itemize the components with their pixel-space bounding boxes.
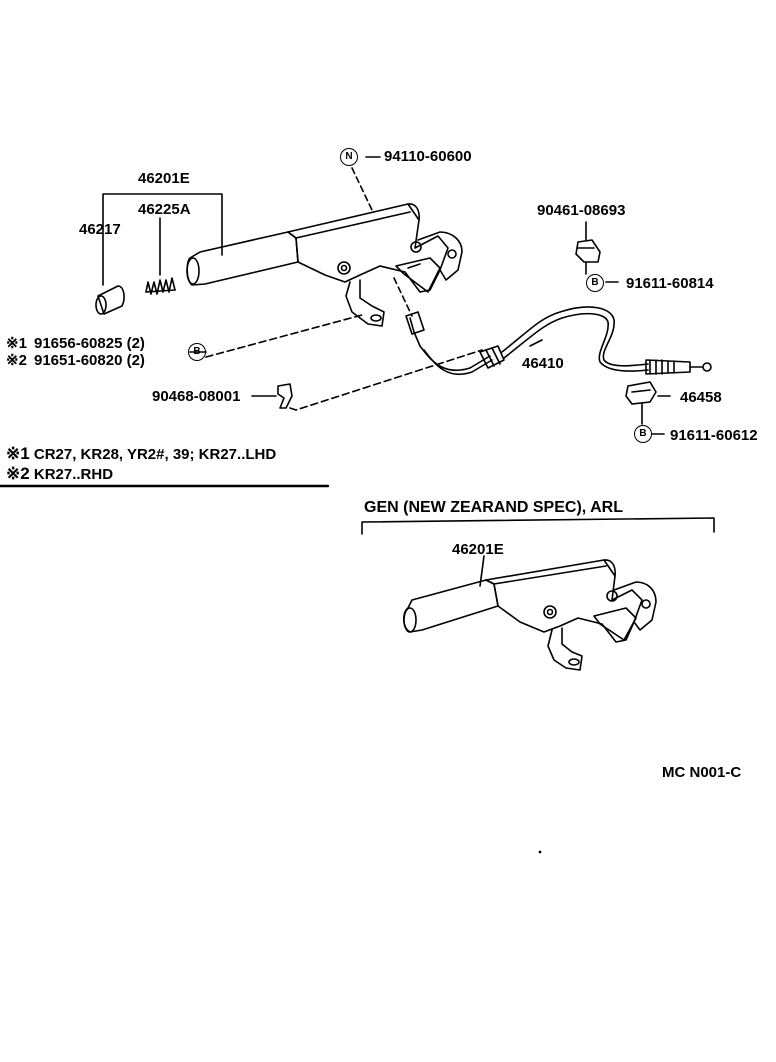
callout-46225a: 46225A	[138, 201, 191, 218]
note-1: ※1 CR27, KR28, YR2#, 39; KR27..LHD	[6, 445, 276, 462]
callout-91651-60820: 91651-60820 (2)	[34, 352, 145, 369]
leader-lever-cable	[393, 277, 413, 317]
note-2-text: KR27..RHD	[33, 466, 114, 483]
leader-46201e-gen	[479, 555, 485, 587]
callout-46458: 46458	[680, 389, 722, 406]
note-2-mark: ※2	[6, 464, 30, 483]
leader-94110	[351, 167, 373, 211]
clamp-90461	[575, 239, 601, 263]
leader-clip-dashed	[289, 349, 483, 411]
gen-section-bracket	[361, 517, 715, 535]
clamp-46458	[625, 381, 657, 405]
speck-mark	[538, 850, 542, 854]
callout-46410: 46410	[522, 355, 564, 372]
bracket-46201e	[102, 193, 223, 286]
callout-91611-60814: 91611-60814	[626, 275, 714, 292]
symbol-b-bolt: B	[188, 343, 206, 361]
cap-46217	[95, 285, 125, 315]
clip-90468	[277, 383, 293, 409]
note-2: ※2 KR27..RHD	[6, 465, 113, 482]
symbol-b-91611-60612: B	[634, 425, 652, 443]
callout-46201e: 46201E	[138, 170, 190, 187]
symbol-b-91611-60814: B	[586, 274, 604, 292]
brake-lever-gen	[402, 559, 657, 671]
callout-46217: 46217	[79, 221, 121, 238]
gen-section-title: GEN (NEW ZEARAND SPEC), ARL	[364, 499, 623, 516]
callout-90461-08693: 90461-08693	[537, 202, 626, 219]
callout-46201e-gen: 46201E	[452, 541, 504, 558]
callout-90468-08001: 90468-08001	[152, 388, 241, 405]
symbol-n-94110: N	[340, 148, 358, 166]
note-1-mark: ※1	[6, 444, 30, 463]
callout-94110-60600: 94110-60600	[384, 148, 472, 165]
cable-46410	[405, 306, 712, 375]
row-mark-1-text: ※1	[6, 335, 27, 352]
callout-91656-60825: 91656-60825 (2)	[34, 335, 145, 352]
row-mark-1: ※1	[6, 336, 27, 351]
row-mark-2: ※2	[6, 353, 27, 368]
leader-46410	[529, 339, 543, 347]
callout-91611-60612: 91611-60612	[670, 427, 758, 444]
spring-46225a	[145, 277, 176, 295]
brake-lever-main	[186, 203, 463, 327]
leader-bolt-dashed	[205, 314, 363, 358]
note-1-text: CR27, KR28, YR2#, 39; KR27..LHD	[33, 446, 277, 463]
diagram-code: MC N001-C	[662, 764, 742, 781]
row-mark-2-text: ※2	[6, 352, 27, 369]
